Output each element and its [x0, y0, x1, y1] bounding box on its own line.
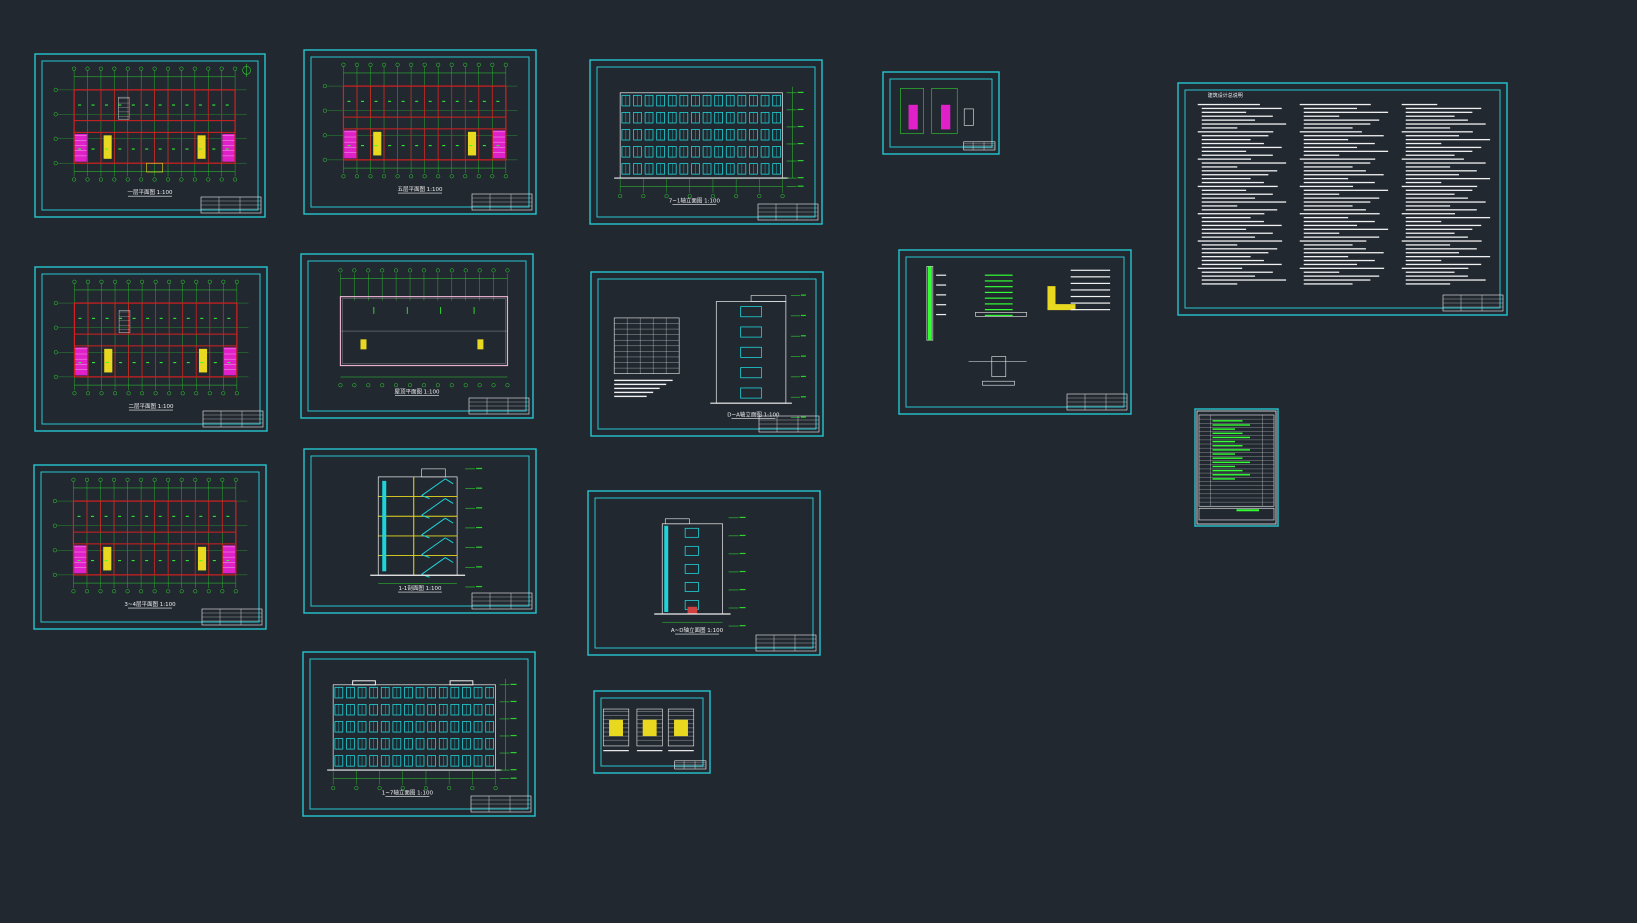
- drawing-sheet-drawing-index[interactable]: [1194, 408, 1279, 527]
- sheet-title: 屋顶平面图 1:100: [394, 387, 440, 395]
- drawing-sheet-section-1-1[interactable]: 1-1剖面图 1:100: [303, 448, 537, 614]
- sheet-title: 五层平面图 1:100: [397, 185, 443, 193]
- sheet-title: D~A轴立面图 1:100: [727, 410, 780, 418]
- drawing-sheet-elevation-d-a[interactable]: D~A轴立面图 1:100: [590, 271, 824, 437]
- drawing-sheets-layer: 一层平面图 1:100 五层平面图 1:100 7~1轴立面图 1:100 建筑设计总…: [33, 49, 1508, 817]
- sheet-title: A~D轴立面图 1:100: [671, 626, 724, 634]
- sheet-title: 7~1轴立面图 1:100: [669, 197, 721, 205]
- sheet-title: 3~4层平面图 1:100: [124, 600, 176, 608]
- sheet-title: 一层平面图 1:100: [127, 188, 173, 196]
- drawing-sheet-floor-plan-5[interactable]: 五层平面图 1:100: [303, 49, 537, 215]
- sheet-title: 1-1剖面图 1:100: [398, 584, 442, 592]
- drawing-sheet-roof-plan[interactable]: 屋顶平面图 1:100: [300, 253, 534, 419]
- drawing-sheet-elevation-1-7[interactable]: 1~7轴立面图 1:100: [302, 651, 536, 817]
- drawing-sheet-wall-details[interactable]: [898, 249, 1132, 415]
- drawing-sheet-stair-details[interactable]: [593, 690, 711, 774]
- drawing-sheet-design-notes[interactable]: 建筑设计总说明: [1177, 82, 1508, 316]
- drawing-sheet-door-window-detail[interactable]: [882, 71, 1000, 155]
- drawing-sheet-elevation-7-1[interactable]: 7~1轴立面图 1:100: [589, 59, 823, 225]
- drawing-sheet-floor-plan-1[interactable]: 一层平面图 1:100: [34, 53, 266, 218]
- sheet-title: 二层平面图 1:100: [128, 402, 174, 410]
- sheet-title: 1~7轴立面图 1:100: [382, 789, 434, 797]
- notes-heading: 建筑设计总说明: [1208, 92, 1243, 99]
- drawing-sheet-elevation-a-d[interactable]: A~D轴立面图 1:100: [587, 490, 821, 656]
- drawing-sheet-floor-plan-3-4[interactable]: 3~4层平面图 1:100: [33, 464, 267, 630]
- drawing-sheet-floor-plan-2[interactable]: 二层平面图 1:100: [34, 266, 268, 432]
